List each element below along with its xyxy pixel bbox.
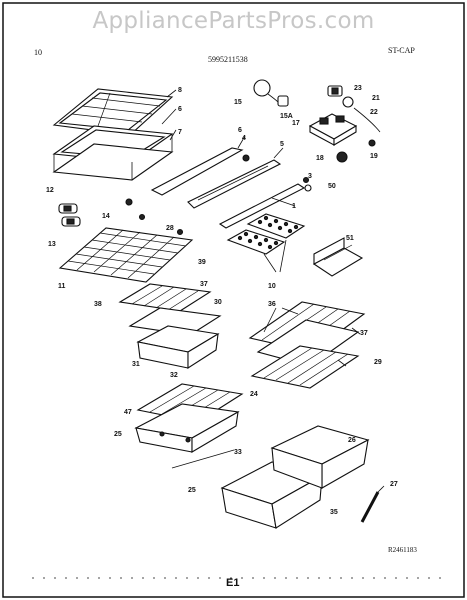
bracket-51	[312, 237, 364, 277]
thermostat-18	[336, 151, 348, 163]
callout-label: 6	[238, 127, 242, 134]
wire-22	[353, 107, 381, 133]
callout-label: 47	[124, 409, 132, 416]
callout-label: 24	[250, 391, 258, 398]
callout-label: 36	[268, 301, 276, 308]
callout-label: 21	[372, 95, 380, 102]
spacer-50	[304, 184, 312, 192]
callout-label: 22	[370, 109, 378, 116]
callout-label: 13	[48, 241, 56, 248]
crisper-drawer-26-right	[270, 425, 370, 489]
egg-tray-right	[246, 213, 306, 239]
light-bulb-15	[253, 79, 279, 103]
shelf-bracket-13	[61, 216, 81, 227]
callout-label: 5	[280, 141, 284, 148]
callout-label: 38	[94, 301, 102, 308]
callout-label: 25	[114, 431, 122, 438]
callout-label: 19	[370, 153, 378, 160]
shelf-rail-1	[218, 183, 306, 229]
callout-label: 37	[360, 330, 368, 337]
page-number: 10	[34, 48, 42, 57]
shelf-29	[250, 345, 360, 389]
callout-label: 7	[178, 129, 182, 136]
watermark: AppliancePartsPros.com	[92, 8, 375, 34]
page-code: E1	[226, 577, 240, 589]
egg-tray-left	[226, 229, 286, 255]
catalog-number: 5995211538	[208, 55, 248, 64]
figure-id: R2461183	[388, 546, 417, 554]
screw-19	[368, 139, 376, 147]
callout-label: 37	[200, 281, 208, 288]
crisper-drawer-31	[136, 325, 220, 370]
shelf-bracket-12	[58, 203, 78, 214]
socket-15a	[277, 95, 289, 107]
callout-label: 50	[328, 183, 336, 190]
callout-label: 25	[188, 487, 196, 494]
callout-label: 6	[178, 106, 182, 113]
callout-label: 51	[346, 235, 354, 242]
callout-label: 4	[242, 135, 246, 142]
wire-shelf-39	[58, 227, 194, 283]
screw-3	[302, 176, 310, 184]
screw-14	[125, 198, 133, 206]
crisper-frame-25	[134, 403, 240, 453]
callout-label: 8	[178, 87, 182, 94]
clip-28b	[176, 228, 184, 236]
rod-27	[360, 485, 385, 523]
switch-23	[327, 85, 343, 97]
knob-21	[342, 96, 354, 108]
callout-label: 30	[214, 299, 222, 306]
callout-label: 17	[292, 120, 300, 127]
callout-label: 33	[234, 449, 242, 456]
callout-label: 29	[374, 359, 382, 366]
shelf-rail-6	[150, 135, 246, 196]
callout-label: 35	[330, 509, 338, 516]
callout-label: 28	[166, 225, 174, 232]
callout-label: 32	[170, 372, 178, 379]
callout-label: 39	[198, 259, 206, 266]
glass-shelf-lower	[52, 125, 174, 181]
light-housing-17	[308, 113, 358, 146]
callout-label: 18	[316, 155, 324, 162]
callout-label: 23	[354, 85, 362, 92]
callout-label: 3	[308, 173, 312, 180]
clip-28a	[138, 213, 146, 221]
screw-4	[242, 154, 250, 162]
callout-label: 1	[292, 203, 296, 210]
model-code: ST-CAP	[388, 46, 415, 55]
callout-label: 31	[132, 361, 140, 368]
crisper-cover-38	[118, 283, 212, 312]
callout-label: 15	[234, 99, 242, 106]
glass-shelf-upper	[52, 88, 174, 136]
callout-label: 12	[46, 187, 54, 194]
callout-label: 15A	[280, 113, 293, 120]
callout-label: 10	[268, 283, 276, 290]
callout-label: 14	[102, 213, 110, 220]
trim-33	[171, 449, 235, 469]
callout-label: 26	[348, 437, 356, 444]
shelf-rail-5	[187, 147, 284, 209]
callout-label: 11	[58, 283, 66, 290]
callout-label: 27	[390, 481, 398, 488]
